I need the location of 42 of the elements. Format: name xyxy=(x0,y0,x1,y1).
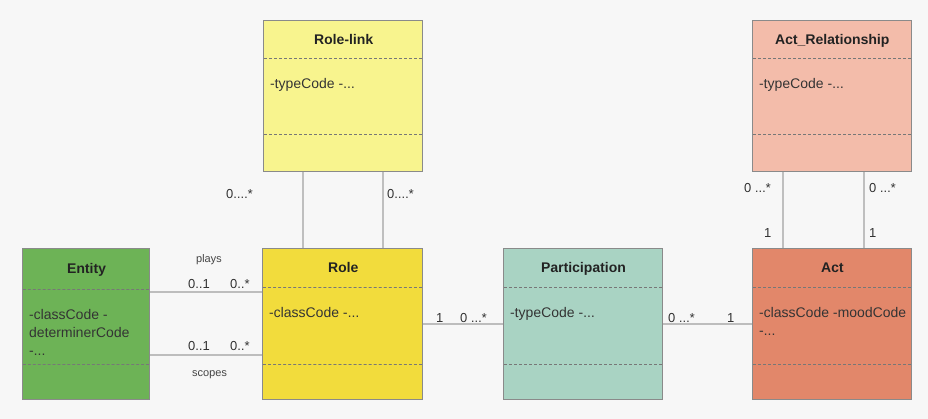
association-line xyxy=(150,354,262,356)
class-name: Role-link xyxy=(314,30,374,46)
attribute-list: -classCode -... xyxy=(269,303,360,321)
class-box xyxy=(22,248,150,400)
association-line xyxy=(382,172,384,248)
edge-label: scopes xyxy=(190,367,229,379)
association-line xyxy=(663,323,752,325)
edge-label: plays xyxy=(194,253,224,265)
multiplicity-label: 1 xyxy=(727,310,734,325)
multiplicity-label: 0..* xyxy=(230,276,250,291)
multiplicity-label: 0 ...* xyxy=(668,310,695,325)
attribute-list: -classCode -determinerCode -... xyxy=(29,305,149,359)
association-line xyxy=(782,172,784,248)
class-box xyxy=(752,248,912,400)
attribute-list: -typeCode -... xyxy=(510,303,595,321)
class-box xyxy=(263,20,423,172)
multiplicity-label: 0 ...* xyxy=(460,310,487,325)
class-name: Entity xyxy=(67,260,106,276)
class-name: Act_Relationship xyxy=(775,30,890,46)
multiplicity-label: 0 ...* xyxy=(744,180,771,195)
class-box xyxy=(752,20,912,172)
attribute-list: -classCode -moodCode -... xyxy=(759,303,907,339)
multiplicity-label: 0....* xyxy=(226,186,253,201)
attribute-list: -typeCode -... xyxy=(270,74,355,92)
class-name: Role xyxy=(328,259,358,275)
class-name: Participation xyxy=(541,259,626,275)
association-line xyxy=(423,323,503,325)
multiplicity-label: 0..1 xyxy=(188,276,210,291)
multiplicity-label: 0....* xyxy=(387,186,414,201)
multiplicity-label: 0 ...* xyxy=(869,180,896,195)
multiplicity-label: 0..1 xyxy=(188,338,210,353)
multiplicity-label: 1 xyxy=(436,310,444,325)
class-box xyxy=(503,248,663,400)
attribute-list: -typeCode -... xyxy=(759,74,844,92)
multiplicity-label: 1 xyxy=(869,225,876,240)
association-line xyxy=(863,172,865,248)
multiplicity-label: 1 xyxy=(764,225,772,240)
class-box xyxy=(262,248,423,400)
association-line xyxy=(302,172,304,248)
association-line xyxy=(150,291,262,293)
multiplicity-label: 0..* xyxy=(230,338,250,353)
class-name: Act xyxy=(821,259,844,275)
